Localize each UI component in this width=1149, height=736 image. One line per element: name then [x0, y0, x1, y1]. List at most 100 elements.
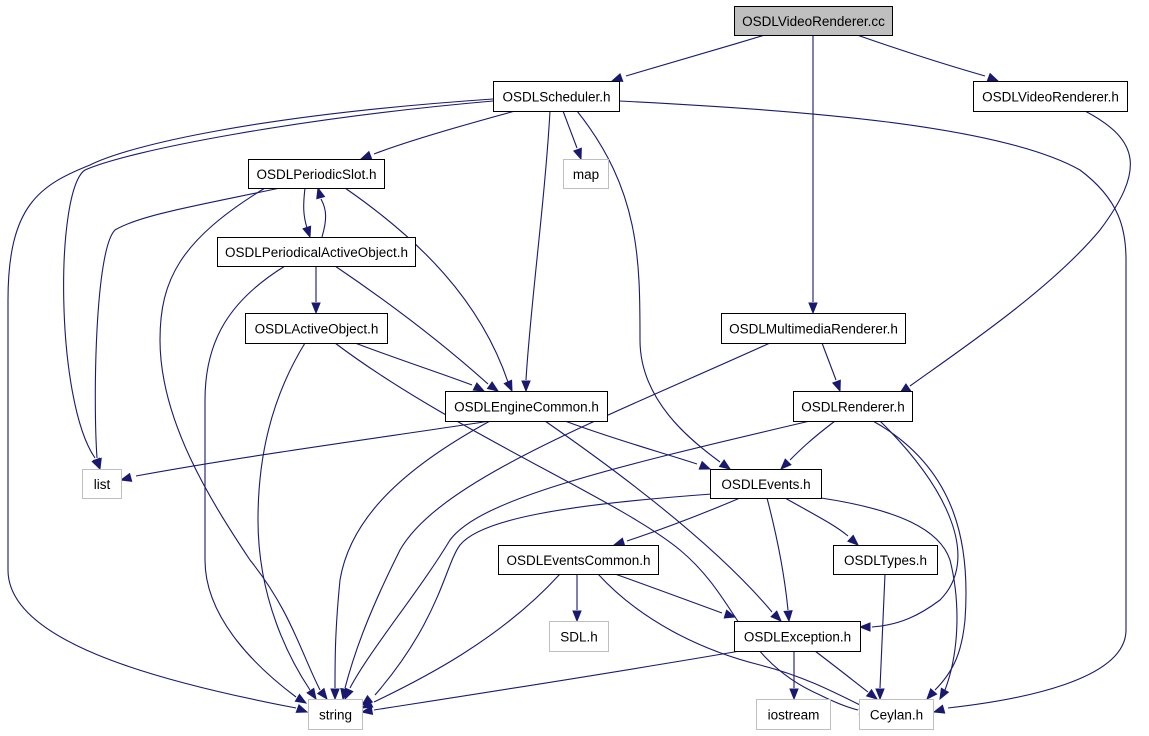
edge-periodicslot-to-string	[159, 187, 328, 701]
node-videorenderer[interactable]: OSDLVideoRenderer.h	[973, 81, 1128, 112]
edge-line	[63, 100, 494, 459]
node-scheduler[interactable]: OSDLScheduler.h	[493, 81, 620, 112]
edge-exception-to-ceylan	[814, 650, 879, 700]
edge-events-to-eventscommon	[612, 497, 741, 547]
edge-line	[159, 187, 321, 691]
edge-enginecommon-to-list	[119, 420, 491, 482]
node-label: Ceylan.h	[870, 708, 923, 723]
node-renderer[interactable]: OSDLRenderer.h	[793, 391, 913, 422]
arrowhead-icon	[119, 472, 133, 482]
node-label: OSDLEventsCommon.h	[506, 553, 650, 568]
arrowhead-icon	[858, 622, 871, 632]
node-label: map	[573, 167, 599, 182]
edge-scheduler-to-list	[63, 100, 494, 471]
node-multimedia[interactable]: OSDLMultimediaRenderer.h	[721, 313, 906, 344]
node-string: string	[308, 699, 363, 730]
arrowhead-icon	[486, 381, 500, 392]
edge-enginecommon-to-string	[330, 420, 491, 701]
edge-line	[872, 420, 967, 691]
edge-periodicalactive-to-string	[204, 265, 308, 704]
edge-scheduler-to-map	[562, 110, 582, 161]
edge-line	[334, 342, 859, 711]
edge-exception-to-iostream	[789, 651, 799, 701]
arrowhead-icon	[306, 687, 317, 701]
node-exception[interactable]: OSDLException.h	[734, 621, 861, 652]
edge-line	[562, 110, 578, 149]
edge-videorenderer-to-renderer	[898, 110, 1131, 394]
node-label: OSDLEvents.h	[721, 477, 810, 492]
node-events[interactable]: OSDLEvents.h	[710, 469, 822, 499]
edge-events-to-string	[360, 493, 713, 706]
edge-line	[204, 265, 297, 698]
node-activeobject[interactable]: OSDLActiveObject.h	[245, 313, 388, 344]
edge-line	[525, 110, 551, 381]
arrowhead-icon	[939, 687, 950, 701]
edge-line	[618, 100, 1127, 709]
node-box	[721, 313, 906, 344]
edge-line	[94, 187, 281, 459]
edge-eventscommon-to-string	[360, 573, 561, 709]
edge-line	[373, 573, 561, 703]
edge-renderer-to-ceylan	[872, 420, 967, 701]
arrowhead-icon	[472, 382, 486, 392]
node-label: list	[94, 477, 111, 492]
edge-periodicalactive-to-activeobject	[311, 266, 321, 315]
edge-enginecommon-to-exception	[544, 420, 782, 622]
arrowhead-icon	[770, 610, 782, 622]
arrowhead-icon	[92, 457, 102, 471]
node-label: OSDLPeriodicalActiveObject.h	[225, 245, 408, 260]
node-types[interactable]: OSDLTypes.h	[833, 545, 938, 575]
node-box	[833, 545, 938, 575]
node-box	[734, 6, 893, 36]
edge-line	[320, 198, 327, 238]
arrowhead-icon	[330, 688, 340, 701]
node-box	[445, 391, 608, 422]
node-label: OSDLVideoRenderer.cc	[742, 14, 885, 29]
node-label: OSDLRenderer.h	[801, 400, 905, 415]
arrowhead-icon	[875, 688, 885, 701]
edge-eventscommon-to-exception	[614, 573, 737, 619]
node-periodicslot[interactable]: OSDLPeriodicSlot.h	[248, 159, 385, 189]
node-box	[793, 391, 913, 422]
node-label: OSDLVideoRenderer.h	[982, 90, 1119, 105]
edge-eventscommon-to-sdl	[572, 574, 582, 623]
edge-line	[373, 650, 741, 711]
node-box	[710, 469, 822, 499]
arrowhead-icon	[610, 73, 624, 82]
edge-periodicslot-to-list	[92, 187, 281, 471]
node-label: SDL.h	[560, 630, 598, 645]
edge-events-to-exception	[766, 497, 793, 623]
arrowhead-icon	[780, 458, 792, 470]
arrowhead-icon	[718, 459, 732, 470]
node-box	[756, 699, 831, 730]
edge-line	[597, 573, 861, 706]
arrowhead-icon	[360, 705, 374, 715]
edge-line	[821, 342, 837, 381]
edge-events-to-ceylan	[820, 497, 958, 701]
dependency-edges	[7, 34, 1131, 716]
edge-root-to-multimedia	[808, 35, 818, 315]
arrowhead-icon	[612, 537, 626, 547]
node-eventscommon[interactable]: OSDLEventsCommon.h	[498, 545, 659, 575]
edge-activeobject-to-string	[257, 342, 317, 701]
arrowhead-icon	[831, 379, 841, 393]
node-label: OSDLEngineCommon.h	[454, 400, 599, 415]
node-box	[734, 621, 861, 652]
node-root[interactable]: OSDLVideoRenderer.cc	[734, 6, 893, 36]
node-enginecommon[interactable]: OSDLEngineCommon.h	[445, 391, 608, 422]
edge-renderer-to-events	[780, 420, 836, 470]
node-periodicalactive[interactable]: OSDLPeriodicalActiveObject.h	[217, 237, 416, 267]
node-box	[563, 159, 609, 189]
edge-line	[614, 573, 723, 614]
arrowhead-icon	[503, 379, 513, 393]
node-label: OSDLException.h	[744, 630, 851, 645]
edge-line	[814, 650, 869, 693]
edge-activeobject-to-enginecommon	[354, 342, 486, 392]
edge-line	[374, 493, 713, 696]
edge-events-to-types	[784, 497, 860, 546]
arrowhead-icon	[847, 534, 860, 546]
edge-line	[373, 110, 516, 155]
edge-line	[789, 420, 836, 461]
edge-line	[349, 420, 811, 689]
